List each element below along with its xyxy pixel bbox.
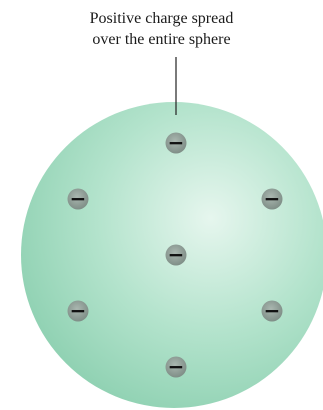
electron-upper-left: − bbox=[68, 187, 89, 211]
minus-sign: − bbox=[70, 299, 87, 323]
electron-center: − bbox=[166, 243, 187, 267]
minus-sign: − bbox=[168, 243, 185, 267]
electron-upper-right: − bbox=[262, 187, 283, 211]
minus-sign: − bbox=[168, 131, 185, 155]
minus-sign: − bbox=[70, 187, 87, 211]
electron-top: − bbox=[166, 131, 187, 155]
minus-sign: − bbox=[168, 355, 185, 379]
electron-bottom: − bbox=[166, 355, 187, 379]
minus-sign: − bbox=[264, 187, 281, 211]
electron-lower-left: − bbox=[68, 299, 89, 323]
minus-sign: − bbox=[264, 299, 281, 323]
electron-lower-right: − bbox=[262, 299, 283, 323]
